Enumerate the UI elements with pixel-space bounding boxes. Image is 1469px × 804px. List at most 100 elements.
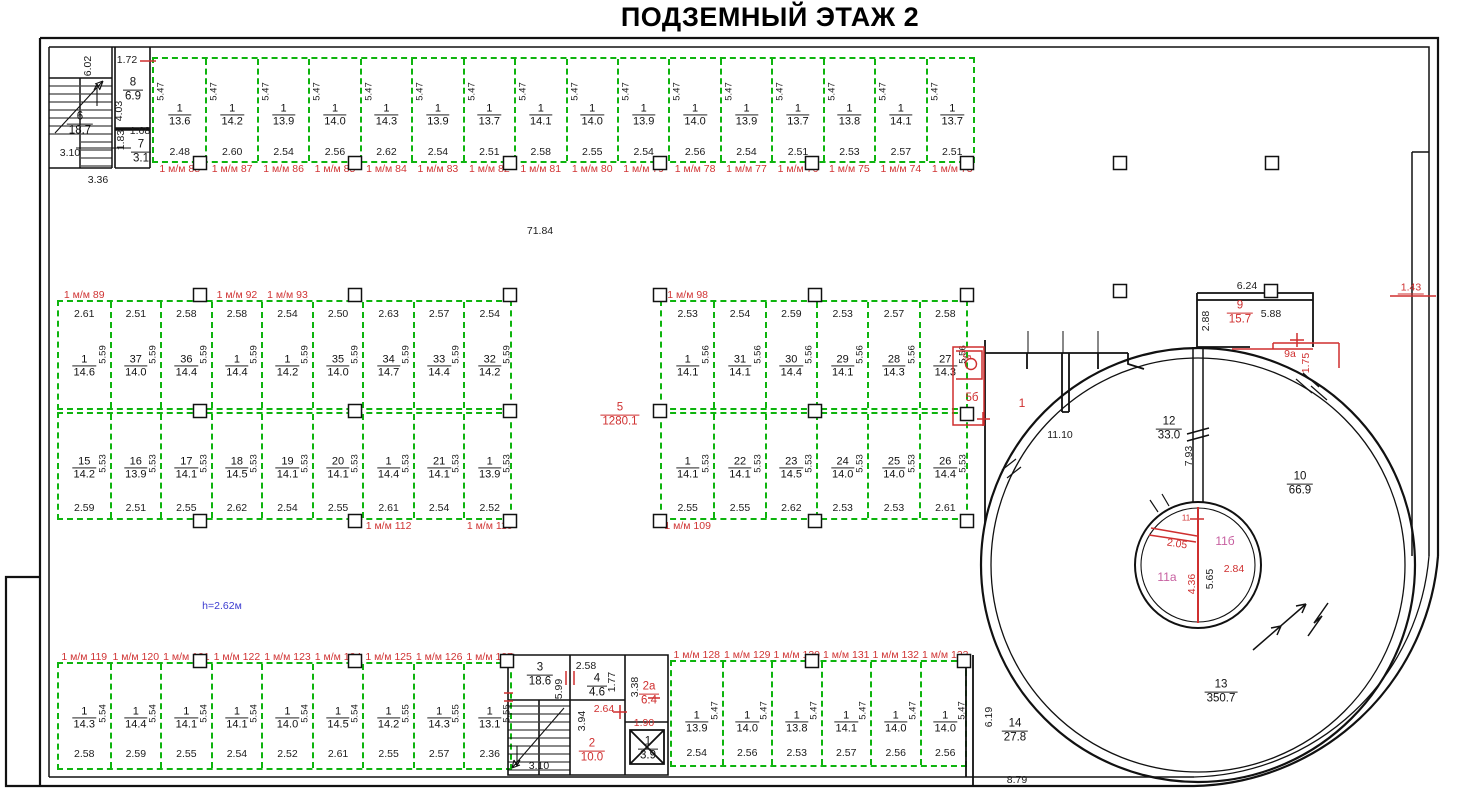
stall-depth-dim: 5.55 — [450, 703, 462, 723]
stall-area: 14.1 — [889, 114, 913, 128]
stall-area: 14.2 — [376, 717, 401, 731]
stall-depth-dim: 5.47 — [907, 701, 918, 721]
stall-area: 13.8 — [837, 114, 862, 128]
stall-depth-dim: 5.47 — [620, 81, 632, 101]
stall-depth-dim: 5.53 — [854, 453, 866, 473]
stall-number: 1 — [640, 102, 647, 115]
stall-depth-dim: 5.53 — [400, 453, 412, 473]
stall-number: 1 — [434, 102, 441, 115]
stall-width-dim: 2.59 — [125, 748, 147, 760]
stall-area: 14.0 — [884, 721, 908, 735]
stall-depth-dim: 5.53 — [97, 453, 109, 473]
stall-depth-dim: 5.53 — [752, 453, 764, 473]
stall-number: 24 — [836, 455, 849, 468]
parking-space-id-label: 1 м/м 81 — [520, 163, 562, 175]
stall-area: 14.1 — [326, 467, 350, 481]
stall-depth-dim: 5.47 — [208, 81, 220, 101]
stall-width-dim: 2.57 — [428, 748, 450, 760]
stall-area: 14.1 — [174, 467, 199, 481]
stall-width-dim: 2.54 — [277, 502, 298, 514]
stall-number: 1 — [385, 455, 392, 468]
stall-number: 1 — [892, 709, 899, 722]
stall-area: 14.3 — [882, 365, 906, 379]
stall-width-dim: 2.48 — [169, 146, 190, 158]
stall-width-dim: 2.36 — [479, 748, 500, 760]
stall-depth-dim: 5.47 — [414, 81, 426, 101]
stall-depth-dim: 5.53 — [906, 453, 918, 473]
parking-space-id-label: 1 м/м 75 — [829, 163, 870, 175]
stall-number: 1 — [229, 102, 236, 115]
stall-width-dim: 2.53 — [839, 146, 860, 158]
stall-area: 14.2 — [477, 365, 502, 379]
stall-depth-dim: 5.55 — [400, 703, 412, 723]
stall-depth-dim: 5.47 — [857, 701, 869, 721]
stall-width-dim: 2.55 — [677, 502, 698, 514]
stall-width-dim: 2.52 — [479, 502, 500, 514]
stall-area: 13.9 — [124, 467, 148, 481]
stall-depth-dim: 5.47 — [363, 81, 375, 101]
stall-depth-dim: 5.59 — [501, 344, 513, 364]
stall-width-dim: 2.51 — [125, 308, 147, 320]
stall-depth-dim: 5.47 — [929, 81, 941, 101]
stall-area: 13.7 — [477, 114, 502, 128]
stall-number: 1 — [743, 102, 750, 115]
parking-space-id-label: 1 м/м 84 — [366, 163, 407, 175]
stall-depth-dim: 5.53 — [803, 453, 815, 473]
stall-number: 1 — [589, 102, 596, 115]
stall-depth-dim: 5.47 — [260, 81, 272, 101]
stall-width-dim: 2.61 — [378, 502, 399, 514]
stall-area: 14.0 — [326, 365, 350, 379]
stall-number: 34 — [382, 353, 395, 365]
stall-depth-dim: 5.54 — [97, 703, 109, 723]
stall-number: 1 — [486, 455, 493, 468]
stall-width-dim: 2.54 — [633, 146, 654, 158]
stall-depth-dim: 5.47 — [826, 81, 838, 101]
stall-depth-dim: 5.59 — [248, 344, 260, 364]
stall-number: 1 — [684, 455, 691, 468]
stall-area: 14.3 — [374, 114, 399, 128]
stall-depth-dim: 5.47 — [311, 81, 323, 101]
stall-number: 27 — [939, 353, 952, 365]
stall-area: 14.5 — [779, 467, 804, 481]
stall-number: 1 — [176, 102, 183, 115]
stall-depth-dim: 5.53 — [349, 453, 361, 473]
parking-space-id-label: 1 м/м 80 — [571, 163, 613, 175]
stall-width-dim: 2.61 — [74, 308, 95, 320]
